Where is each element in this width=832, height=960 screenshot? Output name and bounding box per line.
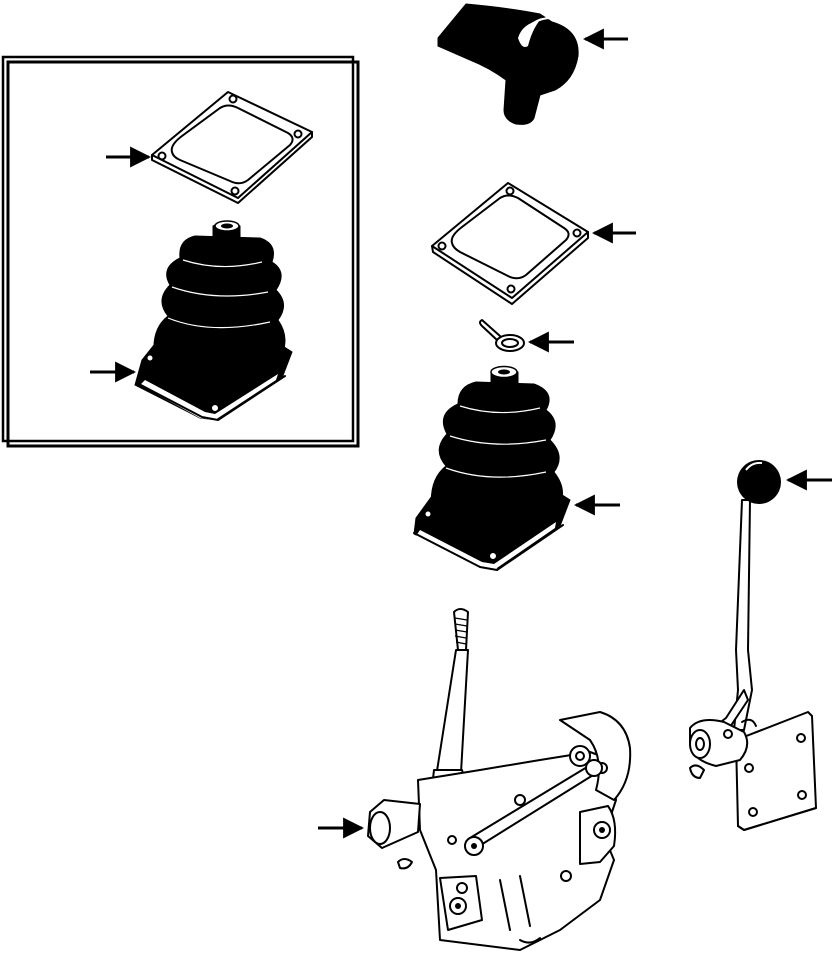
inset-rubber-boot-icon xyxy=(134,220,293,421)
inset-panel xyxy=(1,55,360,448)
shift-linkage-assembly-icon xyxy=(367,608,632,951)
t-handle-knob-icon xyxy=(437,3,579,125)
rubber-boot-icon xyxy=(413,365,571,571)
spring-clip-icon xyxy=(479,319,525,352)
gasket-plate-icon xyxy=(431,182,589,305)
callout-arrows xyxy=(90,28,832,839)
inset-gasket-plate-icon xyxy=(151,91,313,204)
ball-knob-lever-icon xyxy=(689,460,817,831)
